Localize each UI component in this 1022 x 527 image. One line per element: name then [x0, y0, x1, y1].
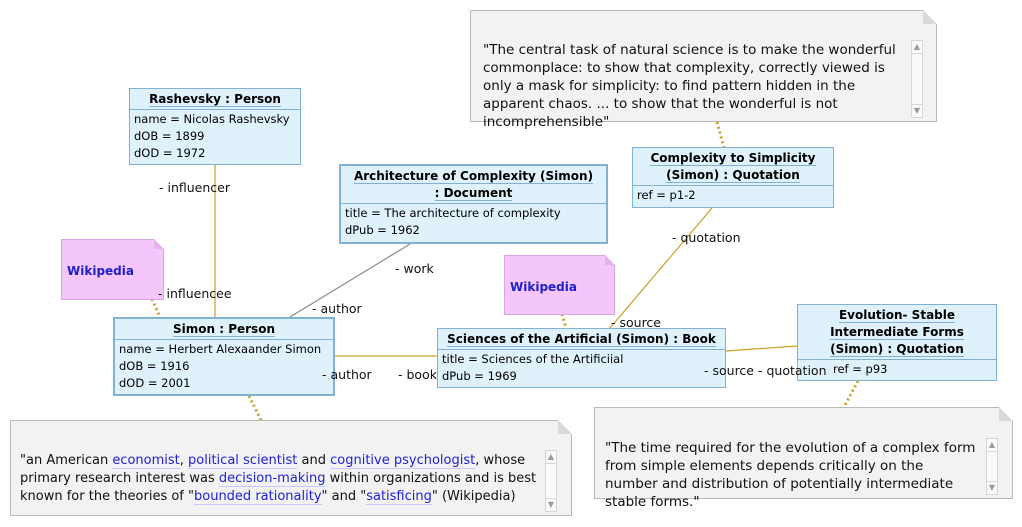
link-bounded-rationality[interactable]: bounded rationality	[194, 489, 322, 505]
rashevsky-attr-name: name = Nicolas Rashevsky	[134, 112, 290, 126]
complexity-quotation-attributes: ref = p1-2	[633, 185, 833, 205]
link-political-scientist[interactable]: political scientist	[188, 453, 298, 469]
anchor-wiki-left	[150, 298, 162, 318]
document-title: Architecture of Complexity (Simon): Docu…	[353, 169, 594, 201]
wikipedia-note-left[interactable]: Wikipedia	[61, 239, 164, 300]
book-box[interactable]: Sciences of the Artificial (Simon) : Boo…	[437, 328, 726, 388]
evolution-quotation-attributes: ref = p93	[798, 359, 996, 379]
document-box[interactable]: Architecture of Complexity (Simon): Docu…	[339, 164, 608, 244]
role-source-top: - source	[611, 315, 661, 330]
text-segment: within organizations and is best known f…	[20, 471, 537, 504]
role-author-book: - author	[322, 367, 372, 382]
simon-attributes: name = Herbert Alexaander Simon dOB = 19…	[115, 339, 333, 393]
complexity-quotation-title: Complexity to Simplicity(Simon) : Quotat…	[650, 151, 816, 183]
book-attr-dpub: dPub = 1969	[442, 369, 517, 383]
quote-note-top-scrollbar[interactable]: ▲ ▼	[911, 40, 923, 118]
complexity-quotation-box[interactable]: Complexity to Simplicity(Simon) : Quotat…	[632, 147, 834, 208]
note-fold-corner	[999, 407, 1013, 421]
text-segment: " and "	[321, 489, 367, 504]
role-quotation-top: - quotation	[672, 230, 741, 245]
role-quotation-right: - quotation	[758, 363, 827, 378]
rashevsky-attributes: name = Nicolas Rashevsky dOB = 1899 dOD …	[130, 109, 300, 163]
text-segment: , whose primary research interest was	[20, 453, 526, 486]
role-book: - book	[398, 367, 437, 382]
complexity-quotation-attr-ref: ref = p1-2	[637, 188, 696, 202]
link-book-complexity-quote[interactable]	[609, 207, 713, 329]
rashevsky-person-box[interactable]: Rashevsky : Person name = Nicolas Rashev…	[129, 88, 301, 165]
scroll-up-icon[interactable]: ▲	[987, 439, 997, 452]
text-segment: " (Wikipedia)	[431, 489, 516, 504]
simon-attr-name: name = Herbert Alexaander Simon	[119, 342, 322, 356]
scroll-up-icon[interactable]: ▲	[912, 41, 922, 54]
note-fold-corner	[558, 420, 572, 434]
link-book-evolution-quote[interactable]	[725, 345, 798, 352]
link-cognitive-psychologist[interactable]: cognitive psychologist	[330, 453, 476, 469]
quote-note-top-text: "The central task of natural science is …	[483, 42, 896, 130]
note-fold-corner	[154, 239, 164, 249]
note-fold-corner	[605, 255, 615, 265]
anchor-simon-note	[247, 395, 263, 421]
anchor-wiki-center	[560, 313, 568, 329]
rashevsky-title: Rashevsky : Person	[149, 92, 281, 107]
simon-attr-dob: dOB = 1916	[119, 359, 190, 373]
text-segment: "an American	[20, 453, 113, 468]
document-attributes: title = The architecture of complexity d…	[341, 203, 606, 240]
text-segment: ,	[179, 453, 189, 468]
scroll-up-icon[interactable]: ▲	[546, 451, 556, 464]
wikipedia-note-center[interactable]: Wikipedia	[504, 255, 615, 315]
simon-person-box[interactable]: Simon : Person name = Herbert Alexaander…	[113, 317, 335, 396]
role-author-document: - author	[312, 301, 362, 316]
role-work: - work	[395, 261, 434, 276]
quote-note-bottom-right-scrollbar[interactable]: ▲ ▼	[986, 438, 998, 495]
scroll-down-icon[interactable]: ▼	[912, 104, 922, 115]
simon-description-scrollbar[interactable]: ▲ ▼	[545, 450, 557, 512]
link-economist[interactable]: economist	[112, 453, 180, 469]
role-influencee: - influencee	[158, 286, 232, 301]
wikipedia-note-left-label: Wikipedia	[67, 264, 134, 278]
scroll-down-icon[interactable]: ▼	[546, 498, 556, 509]
quote-note-bottom-right[interactable]: "The time required for the evolution of …	[594, 407, 1013, 510]
rashevsky-attr-dod: dOD = 1972	[134, 146, 206, 160]
simon-title: Simon : Person	[173, 322, 275, 337]
wikipedia-note-center-label: Wikipedia	[510, 280, 577, 294]
simon-description-note[interactable]: "an American economist, political scient…	[10, 420, 572, 516]
quote-note-bottom-right-text: "The time required for the evolution of …	[605, 440, 976, 510]
document-attr-title: title = The architecture of complexity	[345, 206, 561, 220]
role-influencer: - influencer	[159, 180, 230, 195]
anchor-evolution-note	[842, 380, 860, 408]
scroll-down-icon[interactable]: ▼	[987, 481, 997, 492]
evolution-quotation-attr-ref: ref = p93	[833, 362, 888, 376]
rashevsky-attr-dob: dOB = 1899	[134, 129, 205, 143]
link-decision-making[interactable]: decision-making	[218, 471, 326, 487]
link-document-simon[interactable]	[289, 243, 411, 318]
note-fold-corner	[923, 10, 937, 24]
link-satisficing[interactable]: satisficing	[366, 489, 432, 505]
book-attributes: title = Sciences of the Artificiial dPub…	[438, 349, 725, 386]
quote-note-top[interactable]: "The central task of natural science is …	[470, 10, 937, 130]
document-attr-dpub: dPub = 1962	[345, 223, 420, 237]
text-segment: and	[297, 453, 331, 468]
simon-attr-dod: dOD = 2001	[119, 376, 191, 390]
simon-description-text: "an American economist, political scient…	[20, 452, 544, 506]
role-source-right: - source	[704, 363, 754, 378]
book-attr-title: title = Sciences of the Artificiial	[442, 352, 624, 366]
book-title: Sciences of the Artificial (Simon) : Boo…	[447, 332, 716, 347]
